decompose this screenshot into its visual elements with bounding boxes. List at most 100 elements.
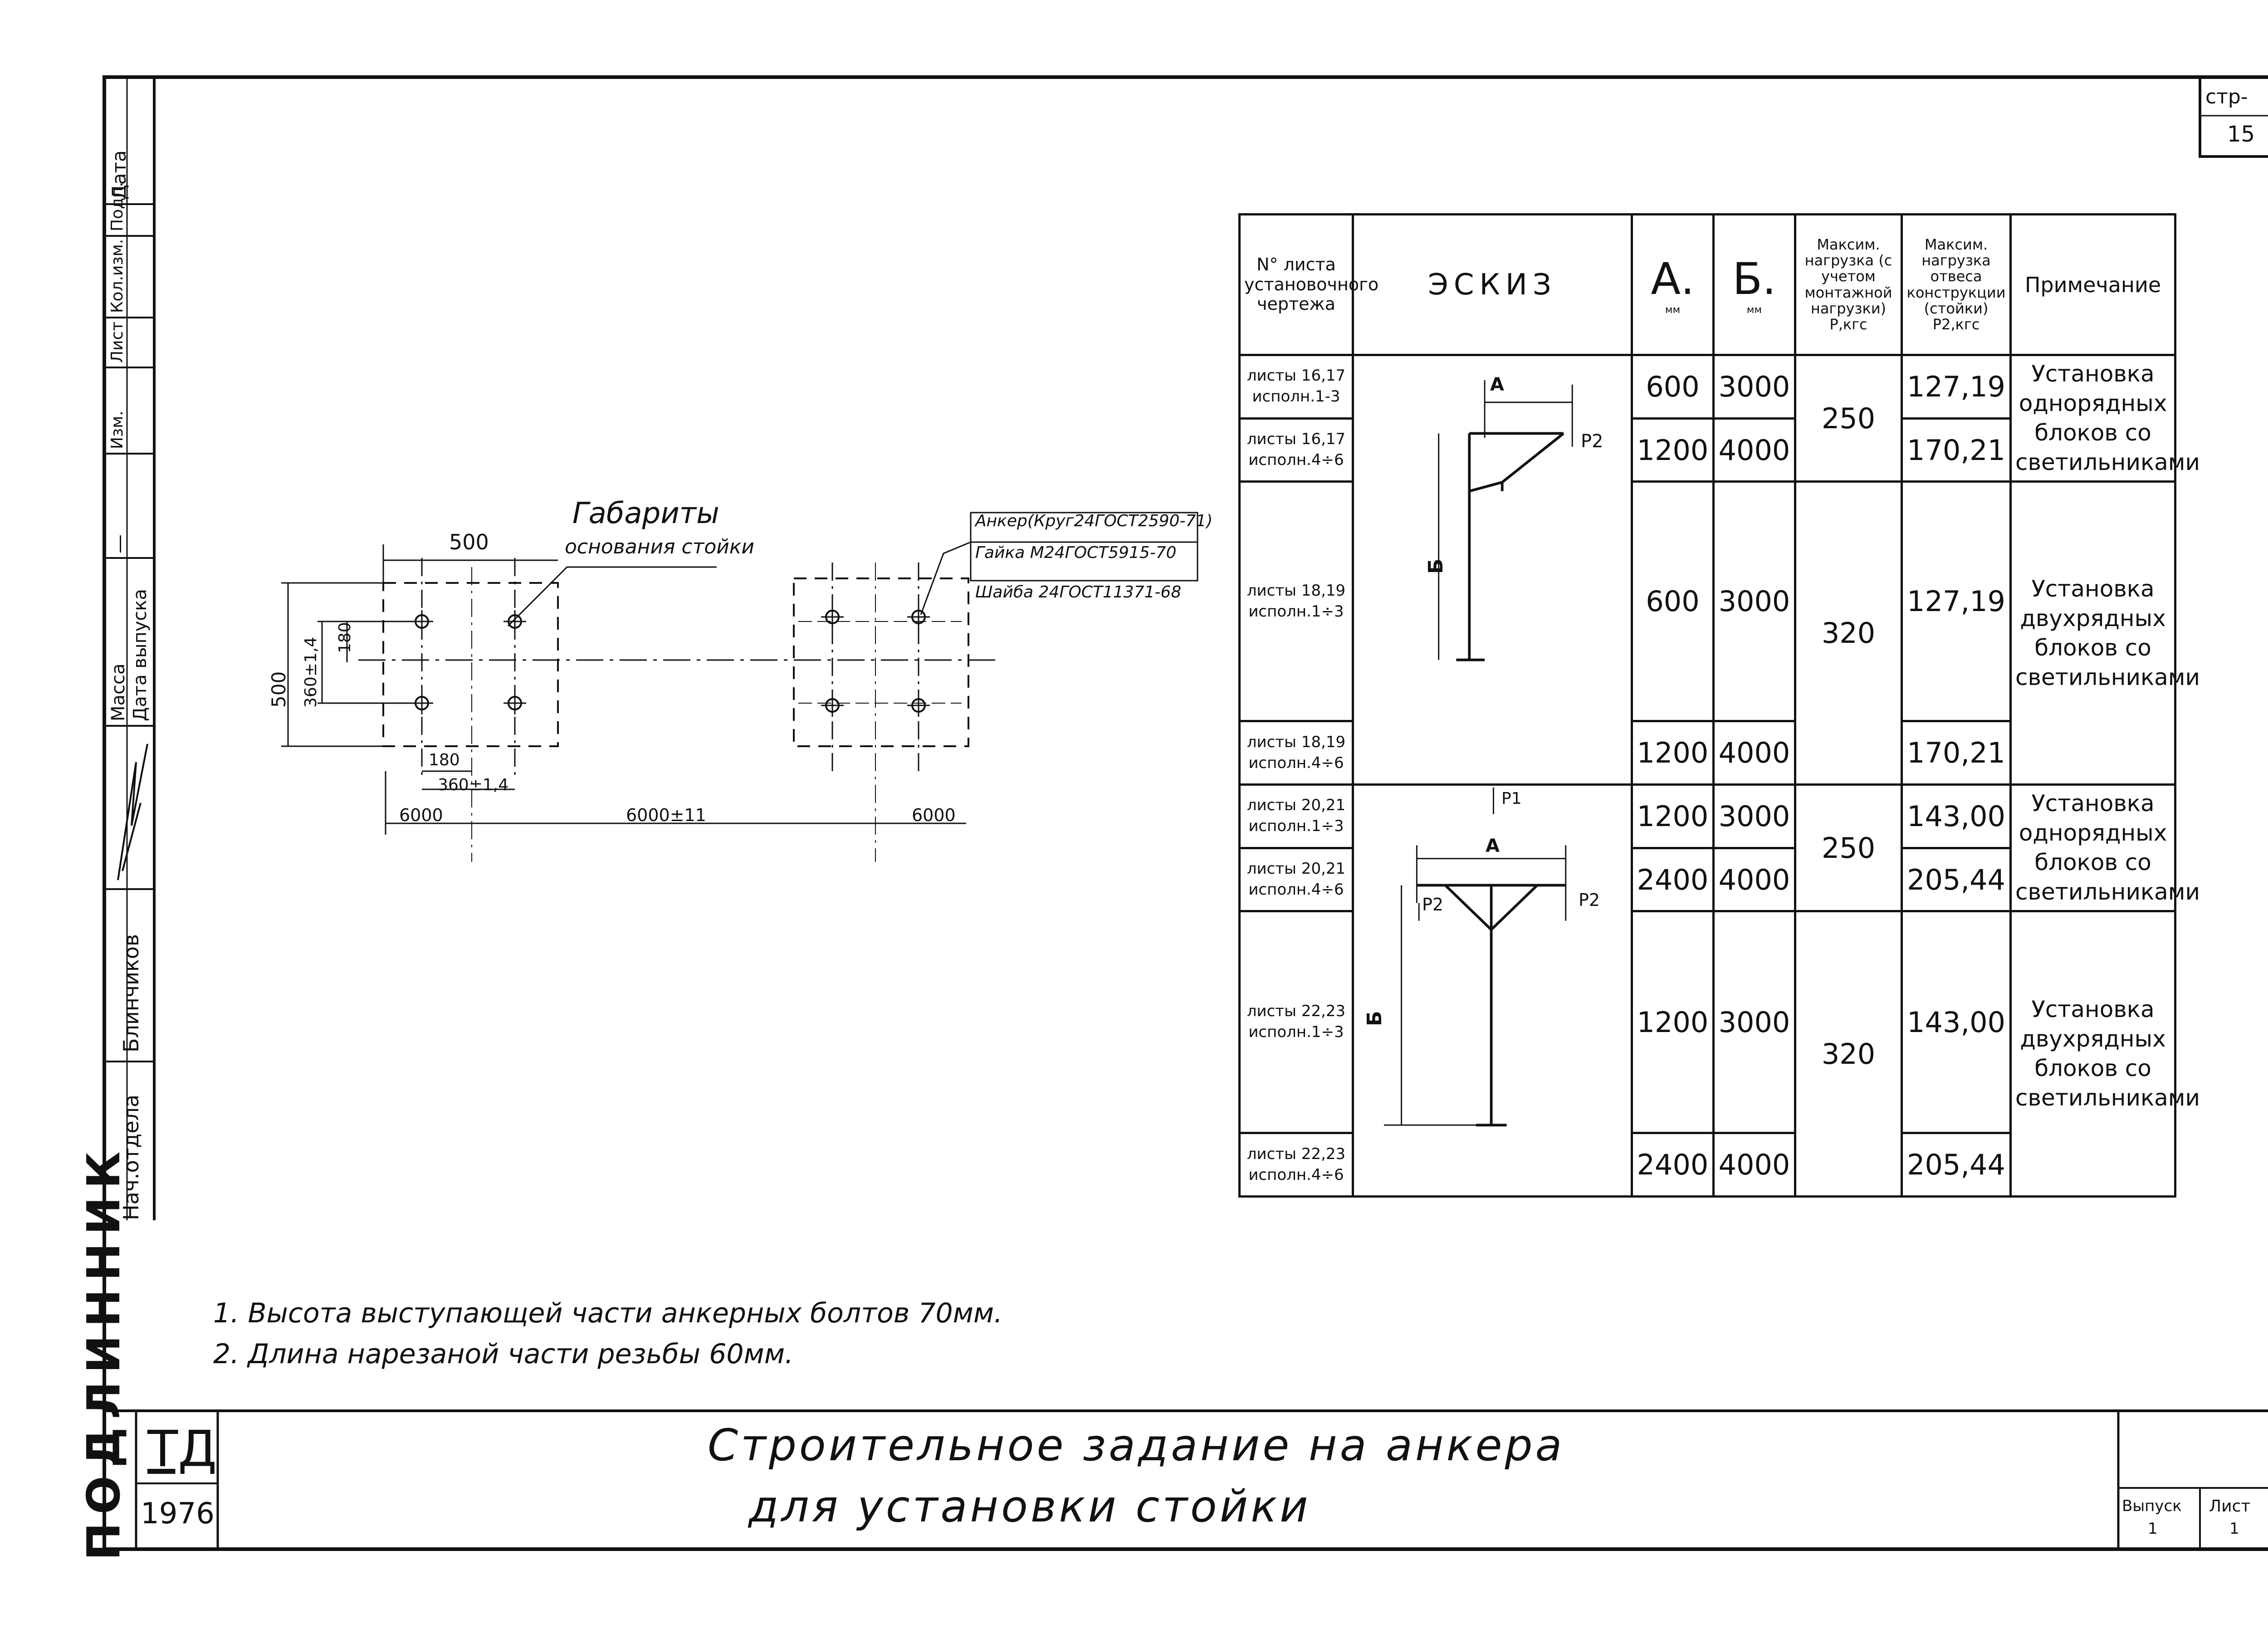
row-load-p2: 143,00 <box>1901 910 2012 1135</box>
row-load-p2: 127,19 <box>1901 354 2012 420</box>
row-load-p2: 143,00 <box>1901 783 2012 849</box>
dim-6000-left: 6000 <box>399 805 443 825</box>
row-b: 3000 <box>1712 480 1796 723</box>
signature <box>117 744 148 881</box>
header-max-load: Максим. нагрузка (с учетом монтажной наг… <box>1794 213 1903 356</box>
sheet-value: 1 <box>2229 1520 2239 1538</box>
table-row: листы 16,17 исполн.4÷6 1200 4000 170,21 <box>1238 417 2175 483</box>
row-load: 250 <box>1794 353 1903 483</box>
row-b: 4000 <box>1712 1132 1796 1198</box>
anchor-label: Анкер(Круг24ГОСТ2590-71) <box>975 512 1213 530</box>
row-b: 4000 <box>1712 846 1796 913</box>
specification-table: N° листа установочного чертежа ЭСКИЗ А.м… <box>1238 213 2200 1198</box>
row-load: 250 <box>1794 783 1903 913</box>
table-row: листы 20,21 исполн.4÷6 2400 4000 205,44 <box>1238 846 2175 913</box>
sketch-label-p2-left: P2 <box>1422 894 1444 915</box>
row-load-p2: 127,19 <box>1901 480 2012 723</box>
sketch-label-a2: А <box>1486 835 1500 856</box>
header-max-load-p2: Максим. нагрузка отвеса конструкции (сто… <box>1901 213 2012 356</box>
header-note: Примечание <box>2009 213 2176 356</box>
row-note: Установка двухрядных блоков со светильни… <box>2009 480 2200 786</box>
stamp-label-sign: Подп. <box>108 182 127 231</box>
dim-500-top: 500 <box>449 530 489 554</box>
row-load-p2: 205,44 <box>1901 1132 2012 1198</box>
title-line-2: для установки стойки <box>748 1481 1311 1532</box>
dim-6000-right: 6000 <box>912 805 956 825</box>
row-b: 3000 <box>1712 354 1796 420</box>
page-number-label: стр- <box>2205 85 2248 108</box>
row-sheet: листы 20,21 исполн.4÷6 <box>1238 846 1354 913</box>
table-row: листы 16,17 исполн.1-3 А <box>1238 353 2200 786</box>
dim-180-horizontal: 180 <box>429 751 460 769</box>
callout-title: Габариты <box>572 497 719 530</box>
row-sheet: листы 20,21 исполн.1÷3 <box>1238 783 1354 849</box>
note-2: 2. Длина нарезаной части резьбы 60мм. <box>213 1338 794 1370</box>
row-note: Установка двухрядных блоков со светильни… <box>2009 910 2200 1198</box>
row-sheet: листы 16,17 исполн.1-3 <box>1238 354 1354 420</box>
table-row: листы 22,23 исполн.4÷6 2400 4000 205,44 <box>1238 1132 2175 1198</box>
row-note: Установка однорядных блоков со светильни… <box>2009 353 2200 483</box>
header-a: А.мм <box>1631 213 1715 356</box>
console-bracket-sketch <box>1438 380 1573 661</box>
sketch-label-p1: P1 <box>1501 789 1522 808</box>
row-load-p2: 170,21 <box>1901 417 2012 483</box>
table-header-row: N° листа установочного чертежа ЭСКИЗ А.м… <box>1238 213 2176 356</box>
nut-label: Гайка М24ГОСТ5915-70 <box>975 543 1177 562</box>
row-a: 2400 <box>1631 846 1715 913</box>
table-row: листы 22,23 исполн.1÷3 1200 3000 320 143… <box>1238 910 2200 1198</box>
sketch-label-a: А <box>1490 374 1504 395</box>
table-row: листы 20,21 исполн.1÷3 <box>1238 783 2200 1198</box>
title-line-1: Строительное задание на анкера <box>708 1420 1565 1471</box>
row-a: 1200 <box>1631 783 1715 849</box>
stamp-label-mass: Масса <box>108 663 129 721</box>
row-a: 2400 <box>1631 1132 1715 1198</box>
sketch-console: А P2 Б <box>1352 354 1633 786</box>
row-b: 3000 <box>1712 783 1796 849</box>
row-load-p2: 170,21 <box>1901 720 2012 786</box>
row-sheet: листы 18,19 исполн.4÷6 <box>1238 720 1354 786</box>
row-sheet: листы 18,19 исполн.1÷3 <box>1238 480 1354 723</box>
row-b: 4000 <box>1712 417 1796 483</box>
base-plan-drawing <box>281 512 1198 862</box>
row-b: 3000 <box>1712 910 1796 1135</box>
dim-360: 360±1,4 <box>302 636 320 708</box>
row-a: 1200 <box>1631 720 1715 786</box>
row-note: Установка однорядных блоков со светильни… <box>2009 783 2200 913</box>
note-1: 1. Высота выступающей части анкерных бол… <box>213 1297 1003 1329</box>
dim-6000-center: 6000±11 <box>626 805 706 825</box>
sketch-label-b: Б <box>1424 558 1447 574</box>
header-sketch: ЭСКИЗ <box>1352 213 1633 356</box>
row-sheet: листы 16,17 исполн.4÷6 <box>1238 417 1354 483</box>
stamp-label-change: Изм. <box>108 411 127 449</box>
edge-mark: ПОДЛИННИК <box>77 1143 130 1561</box>
row-a: 600 <box>1631 354 1715 420</box>
row-load: 320 <box>1794 910 1903 1198</box>
stamp-dash: — <box>108 534 130 553</box>
issue-value: 1 <box>2148 1520 2158 1538</box>
sheet-label: Лист <box>2209 1497 2251 1516</box>
org-code: ТД <box>147 1420 217 1478</box>
page-number: 15 <box>2227 122 2255 147</box>
table-row: листы 18,19 исполн.1÷3 600 3000 320 127,… <box>1238 480 2200 786</box>
table-row: листы 18,19 исполн.4÷6 1200 4000 170,21 <box>1238 720 2175 786</box>
row-a: 600 <box>1631 480 1715 723</box>
row-sheet: листы 22,23 исполн.4÷6 <box>1238 1132 1354 1198</box>
stamp-label-issue-date: Дата выпуска <box>130 589 151 721</box>
dim-180-vertical: 180 <box>336 622 354 653</box>
tee-bracket-sketch <box>1383 787 1567 1127</box>
sketch-label-p2: P2 <box>1581 431 1603 452</box>
row-load-p2: 205,44 <box>1901 846 2012 913</box>
dim-360-horizontal: 360±1,4 <box>438 776 509 794</box>
stamp-surname: Блинчиков <box>119 934 143 1052</box>
row-a: 1200 <box>1631 417 1715 483</box>
sketch-label-b2: Б <box>1363 1011 1386 1026</box>
issue-label: Выпуск <box>2122 1497 2182 1515</box>
year: 1976 <box>141 1497 215 1531</box>
sketch-label-p2-right: P2 <box>1579 890 1600 910</box>
row-sheet: листы 22,23 исполн.1÷3 <box>1238 910 1354 1135</box>
row-load: 320 <box>1794 480 1903 786</box>
header-sheet: N° листа установочного чертежа <box>1238 213 1378 356</box>
washer-label: Шайба 24ГОСТ11371-68 <box>975 583 1182 602</box>
sketch-tee: А P1 P2 P2 Б <box>1352 783 1633 1198</box>
